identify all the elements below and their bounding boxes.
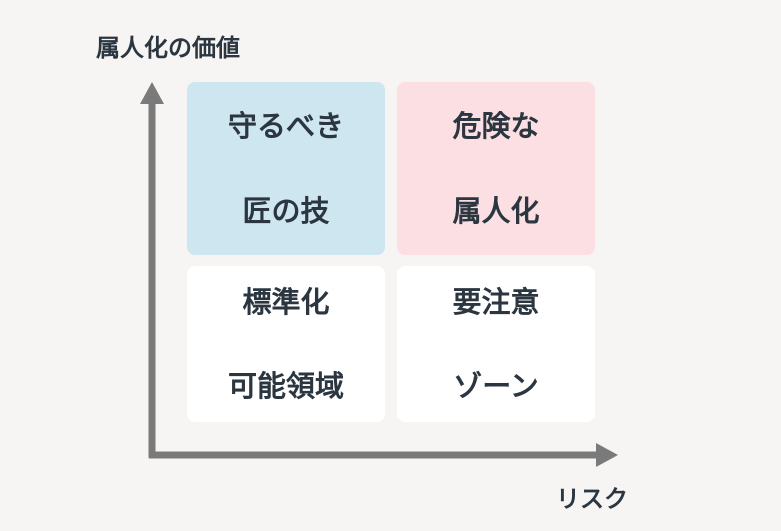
quadrant-top-left-line2: 匠の技 (242, 193, 330, 228)
y-axis-label: 属人化の価値 (96, 34, 240, 62)
quadrant-bottom-left-line1: 標準化 (242, 284, 330, 319)
quadrant-top-left-line1: 守るべき (227, 109, 344, 144)
quadrant-bottom-left-line2: 可能領域 (227, 369, 344, 404)
quadrant-top-right-line2: 属人化 (452, 193, 540, 228)
quadrant-bottom-right: 要注意 ゾーン (397, 266, 595, 422)
quadrant-top-right-line1: 危険な (452, 109, 540, 144)
quadrant-bottom-left: 標準化 可能領域 (187, 266, 385, 422)
y-axis-arrowhead (140, 82, 164, 104)
x-axis-label: リスク (556, 485, 628, 513)
quadrant-top-right: 危険な 属人化 (397, 82, 595, 255)
x-axis-arrowhead (596, 443, 618, 467)
quadrant-bottom-right-line1: 要注意 (452, 284, 540, 319)
quadrant-bottom-right-line2: ゾーン (453, 369, 539, 404)
quadrant-top-left: 守るべき 匠の技 (187, 82, 385, 255)
